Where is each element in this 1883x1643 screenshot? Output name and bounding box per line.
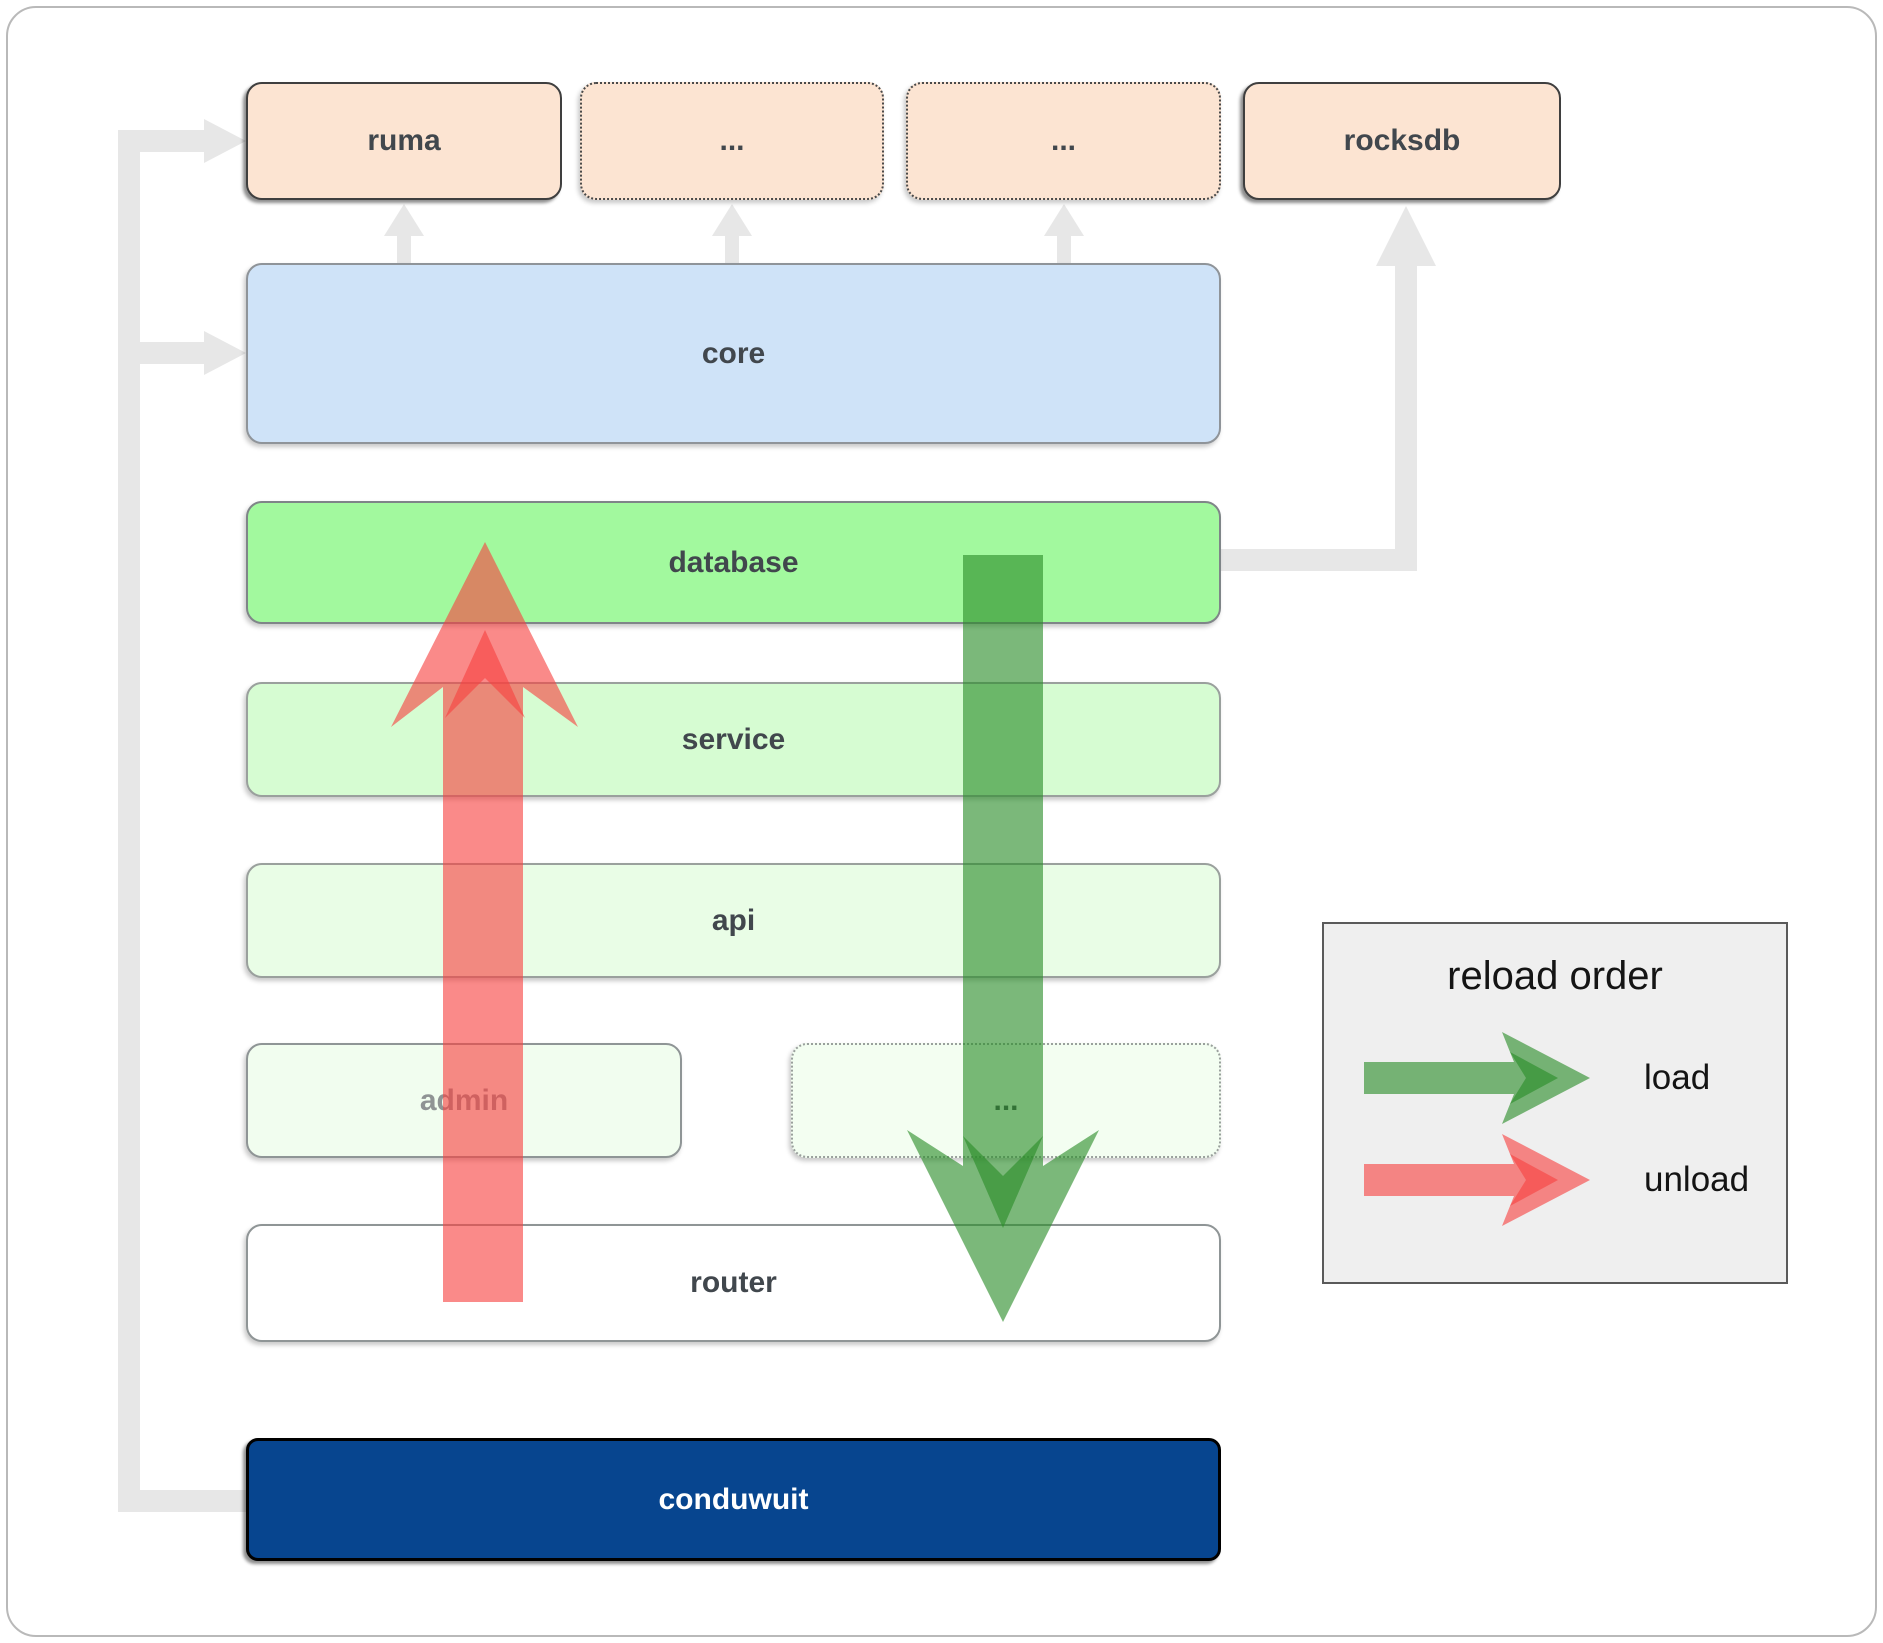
box-conduwuit: conduwuit — [246, 1438, 1221, 1561]
load-arrow-icon — [907, 555, 1099, 1322]
box-ellipsis-1-label: ... — [719, 124, 745, 157]
box-ruma-label: ruma — [367, 124, 441, 157]
core-to-ellipsis1-stem — [725, 232, 739, 263]
to-core-arrowhead-icon — [204, 331, 246, 375]
load-arrow-inner-dart — [963, 1136, 1043, 1228]
box-router: router — [246, 1224, 1221, 1342]
box-core-label: core — [701, 336, 766, 370]
legend-unload-label: unload — [1644, 1160, 1750, 1199]
database-to-rocksdb-vline — [1395, 264, 1417, 571]
box-core: core — [246, 263, 1221, 444]
conduwuit-trunk-line — [118, 130, 140, 1512]
box-ellipsis-2-label: ... — [1050, 124, 1076, 157]
box-ruma: ruma — [246, 82, 562, 200]
box-router-label: router — [690, 1266, 777, 1299]
legend-load-label: load — [1644, 1058, 1711, 1097]
unload-arrow-main — [391, 542, 578, 1302]
legend-row-load: load — [1362, 1027, 1748, 1129]
box-api-label: api — [711, 903, 756, 937]
to-ruma-line — [140, 130, 204, 152]
unload-arrow-icon — [1364, 1134, 1590, 1226]
legend-row-unload: unload — [1362, 1129, 1750, 1231]
database-to-rocksdb-hline — [1221, 549, 1417, 571]
box-conduwuit-label: conduwuit — [658, 1482, 809, 1516]
box-database-label: database — [668, 545, 799, 579]
core-to-ellipsis2-arrowhead-icon — [1044, 204, 1084, 236]
core-to-ruma-arrowhead-icon — [384, 204, 424, 236]
box-ellipsis-1: ... — [580, 82, 884, 200]
box-ellipsis-2: ... — [906, 82, 1221, 200]
to-core-line — [140, 342, 204, 364]
core-to-ellipsis1-arrowhead-icon — [712, 204, 752, 236]
load-arrow-icon — [1364, 1032, 1590, 1124]
box-rocksdb-label: rocksdb — [1343, 124, 1461, 157]
outer-frame — [6, 6, 1877, 1637]
legend: reload order load unload — [1322, 922, 1788, 1284]
box-rocksdb: rocksdb — [1243, 82, 1561, 200]
box-database: database — [246, 501, 1221, 624]
core-to-ruma-stem — [397, 232, 411, 263]
unload-arrow-inner-dart — [445, 630, 525, 718]
box-api: api — [246, 863, 1221, 978]
core-to-ellipsis2-stem — [1057, 232, 1071, 263]
database-to-rocksdb-arrowhead-icon — [1376, 206, 1436, 266]
load-arrow-main — [907, 555, 1099, 1322]
conduwuit-stub-line — [118, 1490, 246, 1512]
box-service-label: service — [681, 722, 786, 756]
legend-title: reload order — [1447, 954, 1663, 998]
to-ruma-arrowhead-icon — [204, 119, 246, 163]
unload-arrow-icon — [391, 542, 578, 1302]
